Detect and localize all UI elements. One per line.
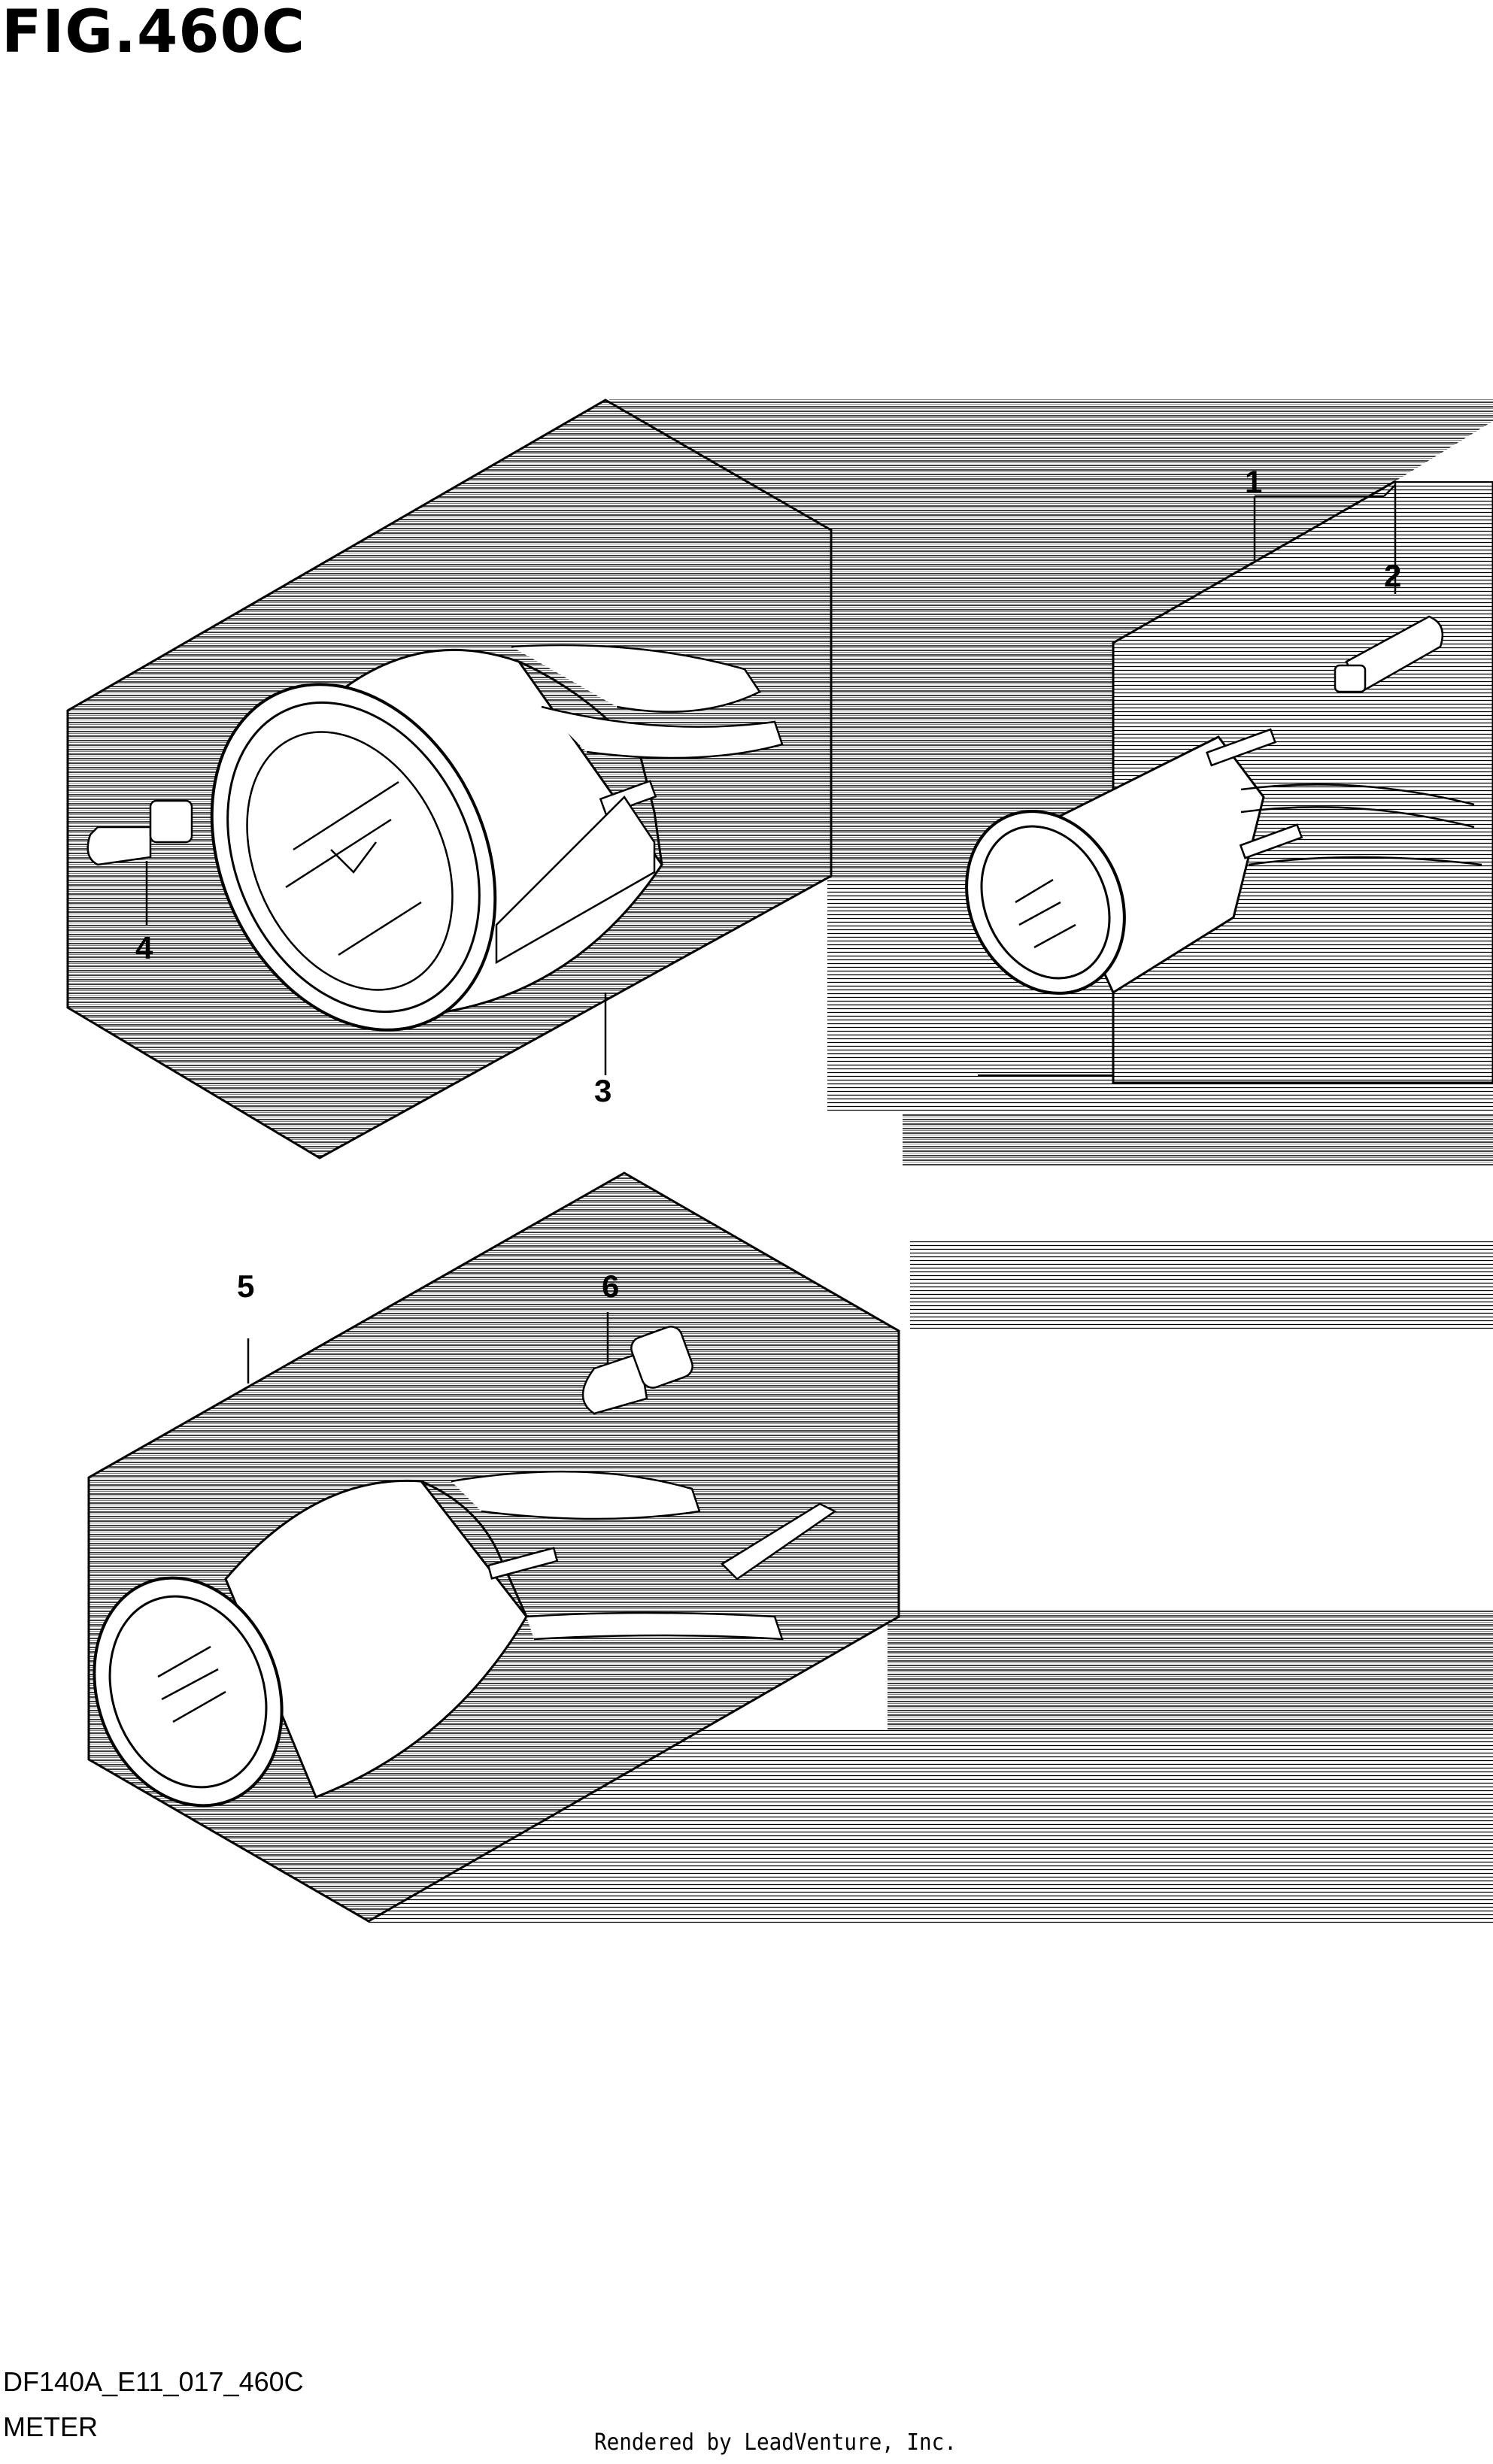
leader-lines [247, 481, 1397, 1384]
figure-code: DF140A_E11_017_460C [3, 2366, 304, 2397]
callout-4: 4 [135, 930, 153, 965]
bulb-2 [1334, 615, 1444, 693]
callout-2: 2 [1384, 558, 1402, 593]
bulb-4 [86, 799, 193, 925]
callout-3: 3 [594, 1073, 612, 1108]
bulb-6 [581, 1312, 693, 1415]
callout-5: 5 [237, 1268, 255, 1304]
callout-1: 1 [1245, 464, 1263, 499]
meter-3-gauge [210, 644, 784, 1032]
figure-title: FIG.460C [2, 0, 306, 66]
figure-category: METER [3, 2411, 98, 2442]
render-credit: Rendered by LeadVenture, Inc. [594, 2429, 957, 2456]
callout-6: 6 [602, 1268, 620, 1304]
meter-5-gauge [93, 1470, 837, 1808]
meter-1-gauge [965, 728, 1482, 995]
